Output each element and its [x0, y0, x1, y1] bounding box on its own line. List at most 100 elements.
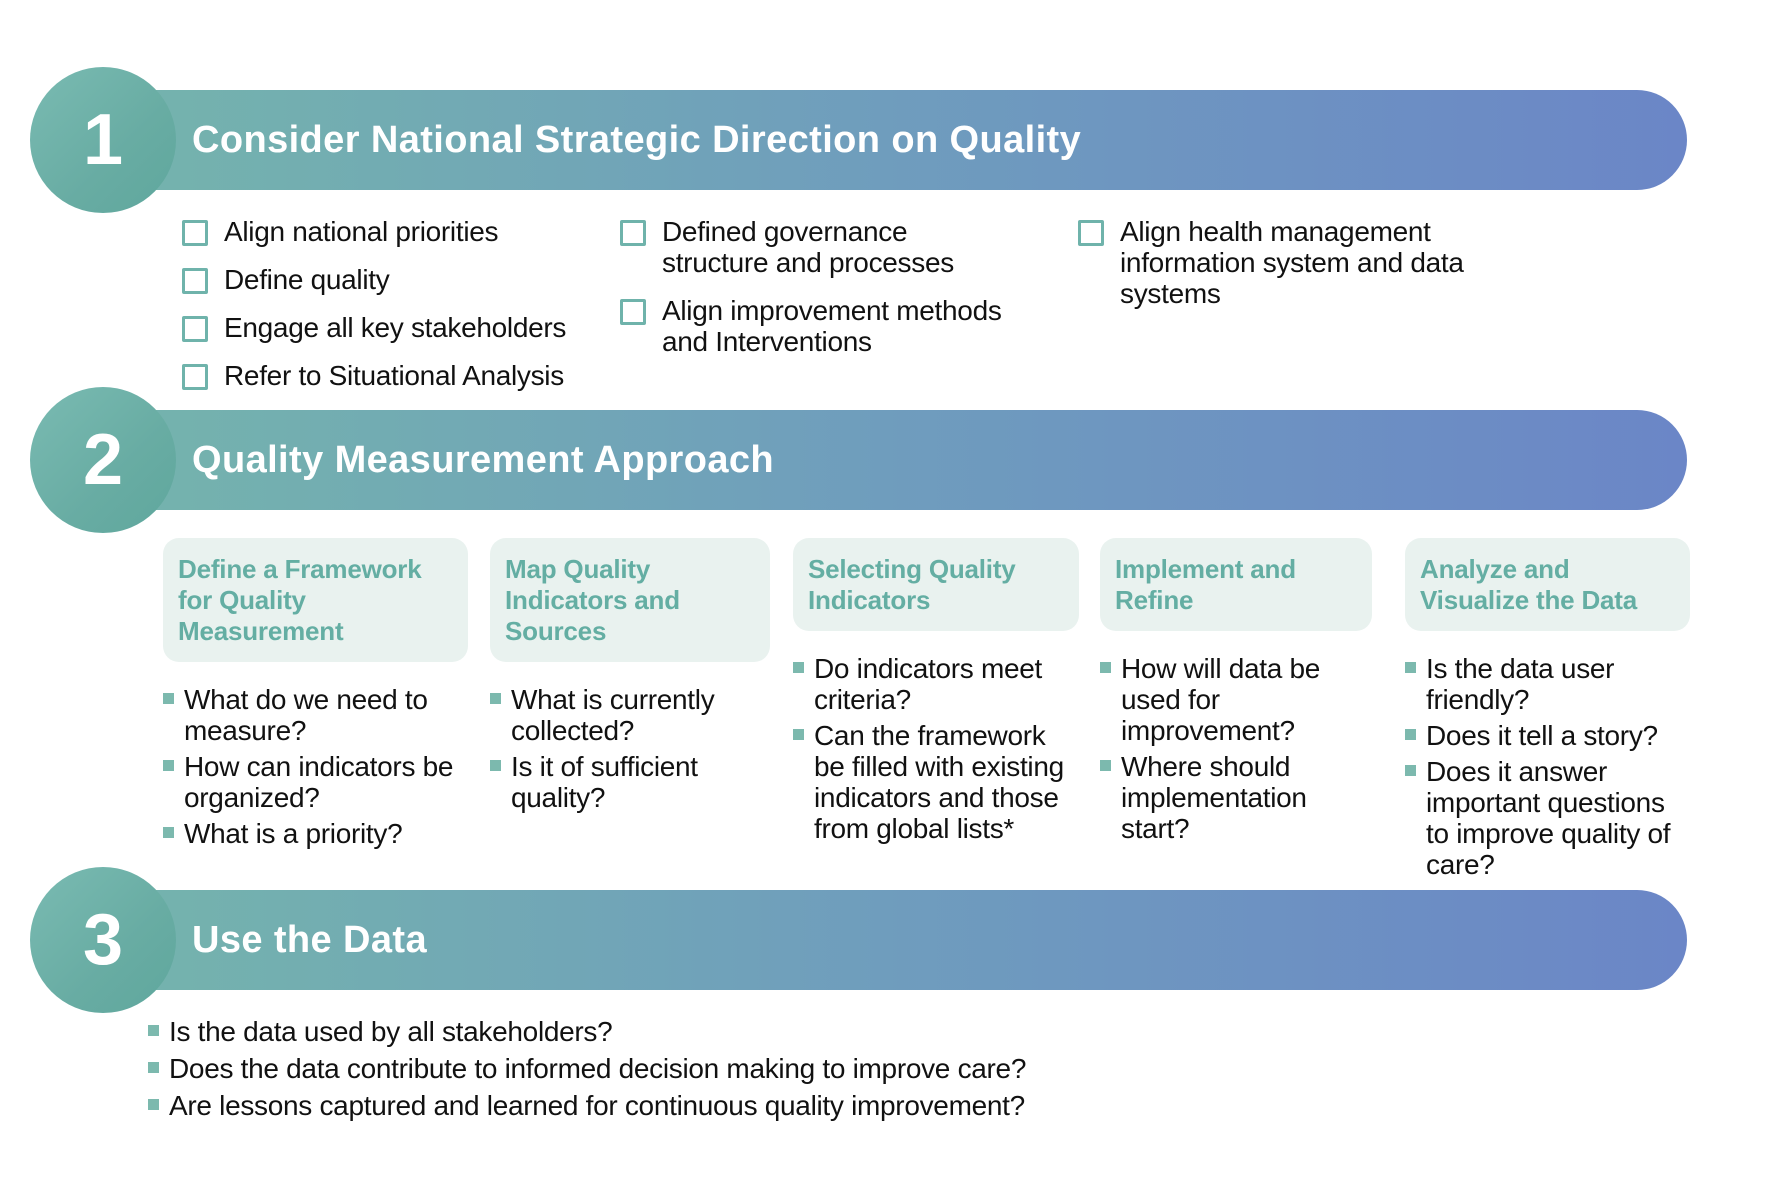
approach-column-selecting-indicators: Selecting Quality Indicators Do indicato…	[793, 538, 1079, 849]
bullet-item: What is a priority?	[163, 818, 468, 849]
card-bullet-list: What do we need to measure? How can indi…	[163, 684, 468, 849]
bullet-label: Does it tell a story?	[1426, 720, 1658, 751]
bullet-label: Where should implementation start?	[1121, 751, 1307, 844]
bullet-label: Is the data used by all stakeholders?	[169, 1016, 613, 1047]
square-bullet-icon	[490, 760, 501, 771]
step-badge-3: 3	[30, 867, 176, 1013]
card-bullet-list: What is currently collected? Is it of su…	[490, 684, 770, 813]
bullet-item: How will data be used for improvement?	[1100, 653, 1372, 746]
checklist-item: Define quality	[182, 264, 597, 295]
approach-column-analyze-visualize: Analyze and Visualize the Data Is the da…	[1405, 538, 1690, 885]
use-the-data-bullet-list: Is the data used by all stakeholders? Do…	[148, 1016, 1298, 1127]
square-bullet-icon	[793, 729, 804, 740]
bullet-label: What is currently collected?	[511, 684, 715, 746]
checklist-column-2: Defined governance structure and process…	[620, 216, 1020, 374]
bullet-item: Are lessons captured and learned for con…	[148, 1090, 1298, 1121]
square-bullet-icon	[148, 1099, 159, 1110]
bullet-label: Can the framework be filled with existin…	[814, 720, 1064, 844]
card-title: Implement and Refine	[1115, 554, 1296, 615]
checklist-column-1: Align national priorities Define quality…	[182, 216, 597, 408]
card-selecting-indicators: Selecting Quality Indicators	[793, 538, 1079, 631]
section-title-3: Use the Data	[192, 918, 427, 961]
step-number-2: 2	[82, 420, 124, 500]
bullet-label: How will data be used for improvement?	[1121, 653, 1321, 746]
approach-column-implement-refine: Implement and Refine How will data be us…	[1100, 538, 1372, 849]
bullet-item: Does the data contribute to informed dec…	[148, 1053, 1298, 1084]
step-number-1: 1	[82, 100, 124, 180]
checklist-column-3: Align health management information syst…	[1078, 216, 1478, 326]
bullet-item: How can indicators be organized?	[163, 751, 468, 813]
bullet-label: Is the data user friendly?	[1426, 653, 1615, 715]
checkbox-icon	[1078, 220, 1104, 246]
approach-column-define-framework: Define a Framework for Quality Measureme…	[163, 538, 468, 854]
checkbox-icon	[620, 299, 646, 325]
square-bullet-icon	[1405, 729, 1416, 740]
section-banner-3: Use the Data	[140, 890, 1687, 990]
square-bullet-icon	[1405, 662, 1416, 673]
bullet-label: Does it answer important questions to im…	[1426, 756, 1671, 880]
square-bullet-icon	[163, 827, 174, 838]
checklist-item: Engage all key stakeholders	[182, 312, 597, 343]
checklist-item-label: Align national priorities	[224, 216, 499, 247]
square-bullet-icon	[1100, 760, 1111, 771]
checklist-item-label: Refer to Situational Analysis	[224, 360, 564, 391]
card-title: Define a Framework for Quality Measureme…	[178, 554, 422, 646]
checklist-item: Align national priorities	[182, 216, 597, 247]
square-bullet-icon	[1100, 662, 1111, 673]
bullet-item: Do indicators meet criteria?	[793, 653, 1079, 715]
bullet-label: Do indicators meet criteria?	[814, 653, 1043, 715]
checklist-item: Refer to Situational Analysis	[182, 360, 597, 391]
approach-column-map-indicators: Map Quality Indicators and Sources What …	[490, 538, 770, 818]
card-bullet-list: Do indicators meet criteria? Can the fra…	[793, 653, 1079, 844]
checklist-item: Align improvement methods and Interventi…	[620, 295, 1020, 357]
card-bullet-list: How will data be used for improvement? W…	[1100, 653, 1372, 844]
checkbox-icon	[182, 364, 208, 390]
card-title: Analyze and Visualize the Data	[1420, 554, 1638, 615]
checklist-item-label: Align improvement methods and Interventi…	[662, 295, 1002, 357]
square-bullet-icon	[490, 693, 501, 704]
bullet-item: Does it answer important questions to im…	[1405, 756, 1690, 880]
checkbox-icon	[182, 220, 208, 246]
checklist-item-label: Engage all key stakeholders	[224, 312, 567, 343]
card-map-indicators: Map Quality Indicators and Sources	[490, 538, 770, 662]
card-implement-refine: Implement and Refine	[1100, 538, 1372, 631]
checklist-item-label: Align health management information syst…	[1120, 216, 1464, 309]
card-define-framework: Define a Framework for Quality Measureme…	[163, 538, 468, 662]
bullet-label: How can indicators be organized?	[184, 751, 454, 813]
card-title: Selecting Quality Indicators	[808, 554, 1016, 615]
bullet-item: What is currently collected?	[490, 684, 770, 746]
checkbox-icon	[182, 268, 208, 294]
card-bullet-list: Is the data user friendly? Does it tell …	[1405, 653, 1690, 880]
step-badge-2: 2	[30, 387, 176, 533]
checkbox-icon	[182, 316, 208, 342]
checklist-item: Defined governance structure and process…	[620, 216, 1020, 278]
bullet-label: Does the data contribute to informed dec…	[169, 1053, 1027, 1084]
checklist-item-label: Defined governance structure and process…	[662, 216, 954, 278]
bullet-label: What do we need to measure?	[184, 684, 428, 746]
bullet-label: Is it of sufficient quality?	[511, 751, 698, 813]
bullet-item: Is the data user friendly?	[1405, 653, 1690, 715]
square-bullet-icon	[1405, 765, 1416, 776]
square-bullet-icon	[793, 662, 804, 673]
bullet-item: Where should implementation start?	[1100, 751, 1372, 844]
section-title-2: Quality Measurement Approach	[192, 438, 775, 481]
step-number-3: 3	[82, 900, 124, 980]
checklist-item-label: Define quality	[224, 264, 390, 295]
step-badge-1: 1	[30, 67, 176, 213]
bullet-item: Is it of sufficient quality?	[490, 751, 770, 813]
checklist-item: Align health management information syst…	[1078, 216, 1478, 309]
card-analyze-visualize: Analyze and Visualize the Data	[1405, 538, 1690, 631]
square-bullet-icon	[163, 760, 174, 771]
bullet-item: Does it tell a story?	[1405, 720, 1690, 751]
square-bullet-icon	[148, 1025, 159, 1036]
square-bullet-icon	[148, 1062, 159, 1073]
section-banner-1: Consider National Strategic Direction on…	[140, 90, 1687, 190]
card-title: Map Quality Indicators and Sources	[505, 554, 680, 646]
bullet-item: What do we need to measure?	[163, 684, 468, 746]
bullet-label: Are lessons captured and learned for con…	[169, 1090, 1025, 1121]
section-banner-2: Quality Measurement Approach	[140, 410, 1687, 510]
square-bullet-icon	[163, 693, 174, 704]
section-title-1: Consider National Strategic Direction on…	[192, 118, 1082, 161]
bullet-item: Can the framework be filled with existin…	[793, 720, 1079, 844]
